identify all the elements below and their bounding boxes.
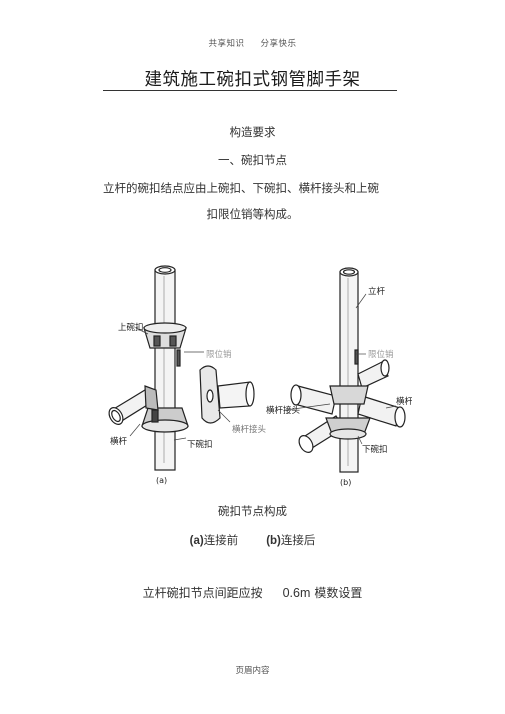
requirement-text: 立杆碗扣节点间距应按: [142, 586, 263, 600]
figure-labels: 上碗扣 限位销 横杆 下碗扣 横杆接头 (a) 立杆 限位销 横杆接头 横杆 下…: [110, 286, 412, 487]
page-footer: 页眉内容: [235, 666, 270, 676]
document-title: 建筑施工碗扣式钢管脚手架: [144, 70, 361, 90]
requirement-number: 0.6m: [282, 586, 311, 600]
header-left-text: 共享知识: [208, 39, 245, 49]
label-b-pin: 限位销: [368, 349, 394, 360]
label-a-joint: 横杆接头: [232, 424, 267, 435]
figure-sub-caption: (a)连接前 (b)连接后: [0, 532, 505, 548]
label-a-lower-bowl: 下碗扣: [187, 439, 213, 450]
label-a-crossbar: 横杆: [110, 436, 128, 447]
figure-a-drawing: [108, 265, 255, 471]
header-right-text: 分享快乐: [260, 39, 297, 49]
label-b-post: 立杆: [368, 286, 386, 297]
page-header: 共享知识 分享快乐: [0, 37, 505, 49]
requirement-unit: 模数设置: [314, 586, 363, 600]
sub-caption-b-text: 连接后: [280, 533, 316, 547]
paragraph-line-1: 立杆的碗扣结点应由上碗扣、下碗扣、横杆接头和上碗: [103, 181, 379, 195]
figure-leader-lines: [129, 293, 397, 445]
subsection-heading: 一、碗扣节点: [218, 153, 287, 167]
sub-caption-b-mark: (b): [266, 535, 281, 547]
label-b-joint: 横杆接头: [266, 405, 301, 416]
label-a-tag: (a): [156, 476, 167, 485]
paragraph-line-2: 扣限位销等构成。: [206, 207, 299, 221]
sub-caption-a-text: 连接前: [203, 533, 239, 547]
title-underline: [103, 90, 397, 91]
section-heading: 构造要求: [229, 125, 276, 139]
label-b-tag: (b): [340, 478, 351, 487]
label-a-pin: 限位销: [206, 349, 232, 360]
label-b-lower-bowl: 下碗扣: [362, 444, 388, 455]
label-a-upper-bowl: 上碗扣: [118, 322, 144, 333]
figure-b-drawing: [290, 267, 406, 473]
label-b-crossbar: 横杆: [396, 396, 412, 407]
sub-caption-a-mark: (a): [189, 535, 204, 547]
bowl-joint-figure: 上碗扣 限位销 横杆 下碗扣 横杆接头 (a) 立杆 限位销 横杆接头 横杆 下…: [108, 265, 412, 487]
figure-caption: 碗扣节点构成: [218, 504, 287, 518]
